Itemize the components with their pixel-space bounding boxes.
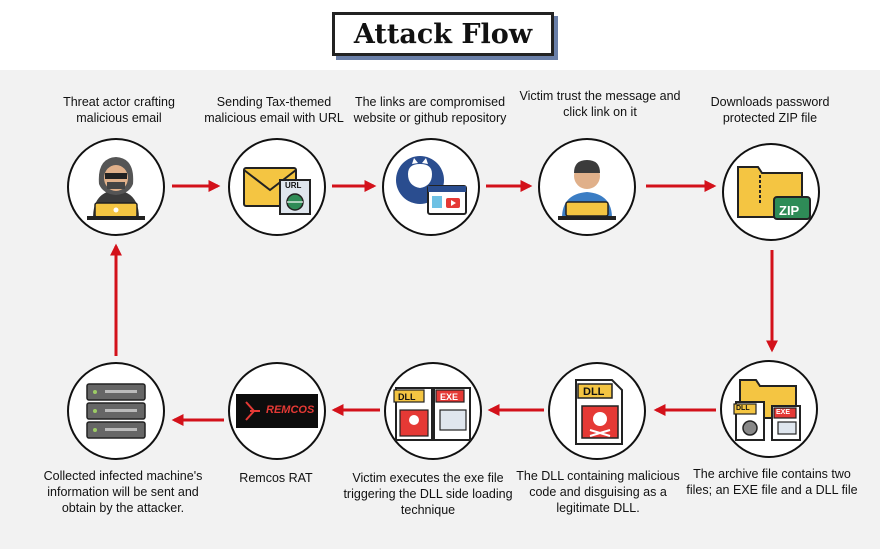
exe-icon-text: EXE — [776, 409, 791, 416]
envelope-icon — [243, 167, 311, 215]
step-10-label: Collected infected machine's information… — [43, 469, 203, 515]
github-node — [382, 138, 480, 236]
step-5-label: Downloads password protected ZIP file — [710, 95, 830, 125]
archive-files-icon — [733, 379, 801, 441]
remcos-logo-text: REMCOS — [266, 404, 315, 416]
sideloading-node: DLL EXE — [384, 362, 482, 460]
malicious-dll-node: DLL — [548, 362, 646, 460]
remcos-logo-icon — [236, 394, 318, 428]
victim-node — [538, 138, 636, 236]
zip-folder-icon — [737, 166, 811, 220]
dll-tag-text: DLL — [398, 392, 416, 402]
dll-exe-icon — [393, 387, 471, 441]
archive-node: DLL EXE — [720, 360, 818, 458]
step-8-label: Victim executes the exe file triggering … — [343, 471, 513, 517]
step-3-label: The links are compromised website or git… — [353, 95, 507, 125]
title-box: Attack Flow — [332, 12, 554, 56]
server-node — [67, 362, 165, 460]
step-2-label: Sending Tax-themed malicious email with … — [204, 95, 344, 125]
step-4-label: Victim trust the message and click link … — [519, 89, 681, 119]
zip-node: ZIP — [722, 143, 820, 241]
server-stack-icon — [86, 383, 146, 439]
step-7-label: The DLL containing malicious code and di… — [516, 469, 680, 515]
zip-icon-text: ZIP — [779, 203, 800, 218]
step-6-label: The archive file contains two files; an … — [686, 467, 858, 497]
step-1-label: Threat actor crafting malicious email — [63, 95, 175, 125]
malicious-dll-icon — [575, 379, 623, 445]
hacker-icon — [87, 157, 145, 220]
remcos-node: REMCOS — [228, 362, 326, 460]
page-title: Attack Flow — [353, 18, 533, 50]
threat-actor-node — [67, 138, 165, 236]
dll-icon-text: DLL — [736, 405, 750, 412]
victim-icon — [558, 160, 616, 220]
url-icon-text: URL — [285, 181, 302, 190]
dll-badge-text: DLL — [583, 386, 605, 398]
email-node: URL — [228, 138, 326, 236]
github-icon — [396, 156, 467, 215]
exe-tag-text: EXE — [440, 392, 459, 402]
step-9-label: Remcos RAT — [239, 471, 313, 485]
